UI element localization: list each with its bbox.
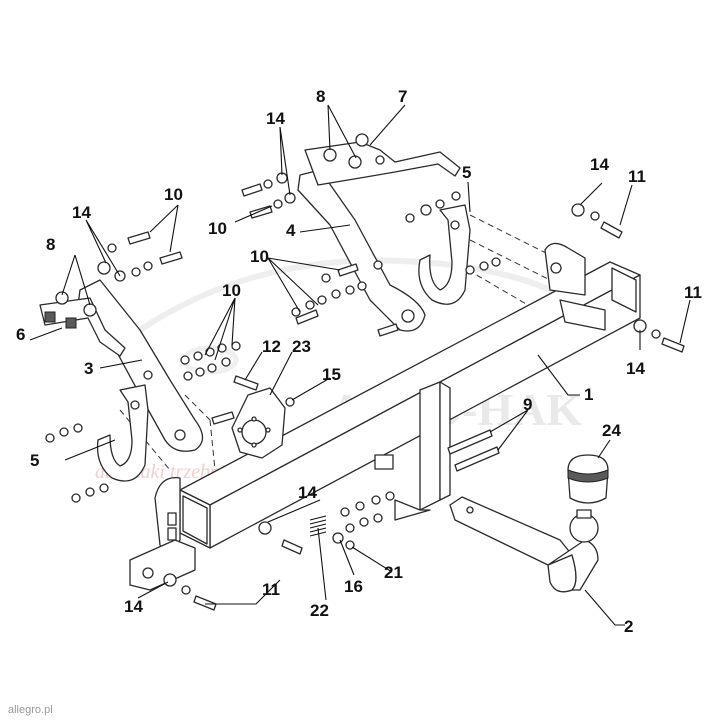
- callout-14-bottom: 14: [124, 597, 143, 616]
- callout-10-left-top: 10: [164, 185, 183, 204]
- callout-3: 3: [84, 359, 93, 378]
- socket-mount-bracket: [374, 381, 451, 521]
- callout-2: 2: [624, 617, 633, 636]
- callout-11-right-top: 11: [628, 167, 646, 186]
- bracket-7: [304, 133, 461, 186]
- callout-5-left: 5: [30, 451, 39, 470]
- callout-11-bottom: 11: [262, 580, 280, 599]
- seller-watermark: allegro.pl: [8, 704, 53, 716]
- callout-5-right: 5: [462, 163, 471, 182]
- spring-22: [309, 515, 327, 537]
- callout-21: 21: [384, 563, 403, 582]
- callout-8-left: 8: [46, 235, 55, 254]
- callout-10-center-top: 10: [208, 219, 227, 238]
- callout-10-left-mid: 10: [222, 281, 241, 300]
- callout-8-top: 8: [316, 87, 325, 106]
- callout-23: 23: [292, 337, 311, 356]
- callout-24: 24: [602, 421, 621, 440]
- leader-lines: [29, 104, 691, 626]
- callout-4: 4: [286, 221, 296, 240]
- callout-1: 1: [584, 385, 593, 404]
- bracket-6: [39, 291, 126, 357]
- hook-bracket-5-left: [96, 384, 149, 482]
- callout-14-top: 14: [266, 109, 285, 128]
- tow-ball-neck: [449, 496, 599, 593]
- callout-labels: 1 2 3 4 5 5 6 7 8 8 9 10 10 10 10 11 11 …: [16, 87, 702, 636]
- callout-14-left: 14: [72, 203, 91, 222]
- callout-16: 16: [344, 577, 363, 596]
- callout-22: 22: [310, 601, 329, 620]
- fasteners: [45, 172, 685, 611]
- side-bracket-4: [297, 169, 426, 332]
- callout-9: 9: [523, 395, 532, 414]
- callout-6: 6: [16, 325, 25, 344]
- callout-14-right-top: 14: [590, 155, 609, 174]
- hook-bracket-5-right: [418, 204, 471, 305]
- callout-12: 12: [262, 337, 281, 356]
- callout-7: 7: [398, 87, 407, 106]
- socket-plate-23: [231, 387, 286, 459]
- callout-14-right-mid: 14: [626, 359, 645, 378]
- callout-10-center-mid: 10: [250, 247, 269, 266]
- ball-cover-24: [567, 454, 609, 504]
- side-bracket-3: [77, 279, 204, 452]
- callout-15: 15: [322, 365, 341, 384]
- callout-14-center: 14: [298, 483, 317, 502]
- callout-11-right-mid: 11: [684, 283, 702, 302]
